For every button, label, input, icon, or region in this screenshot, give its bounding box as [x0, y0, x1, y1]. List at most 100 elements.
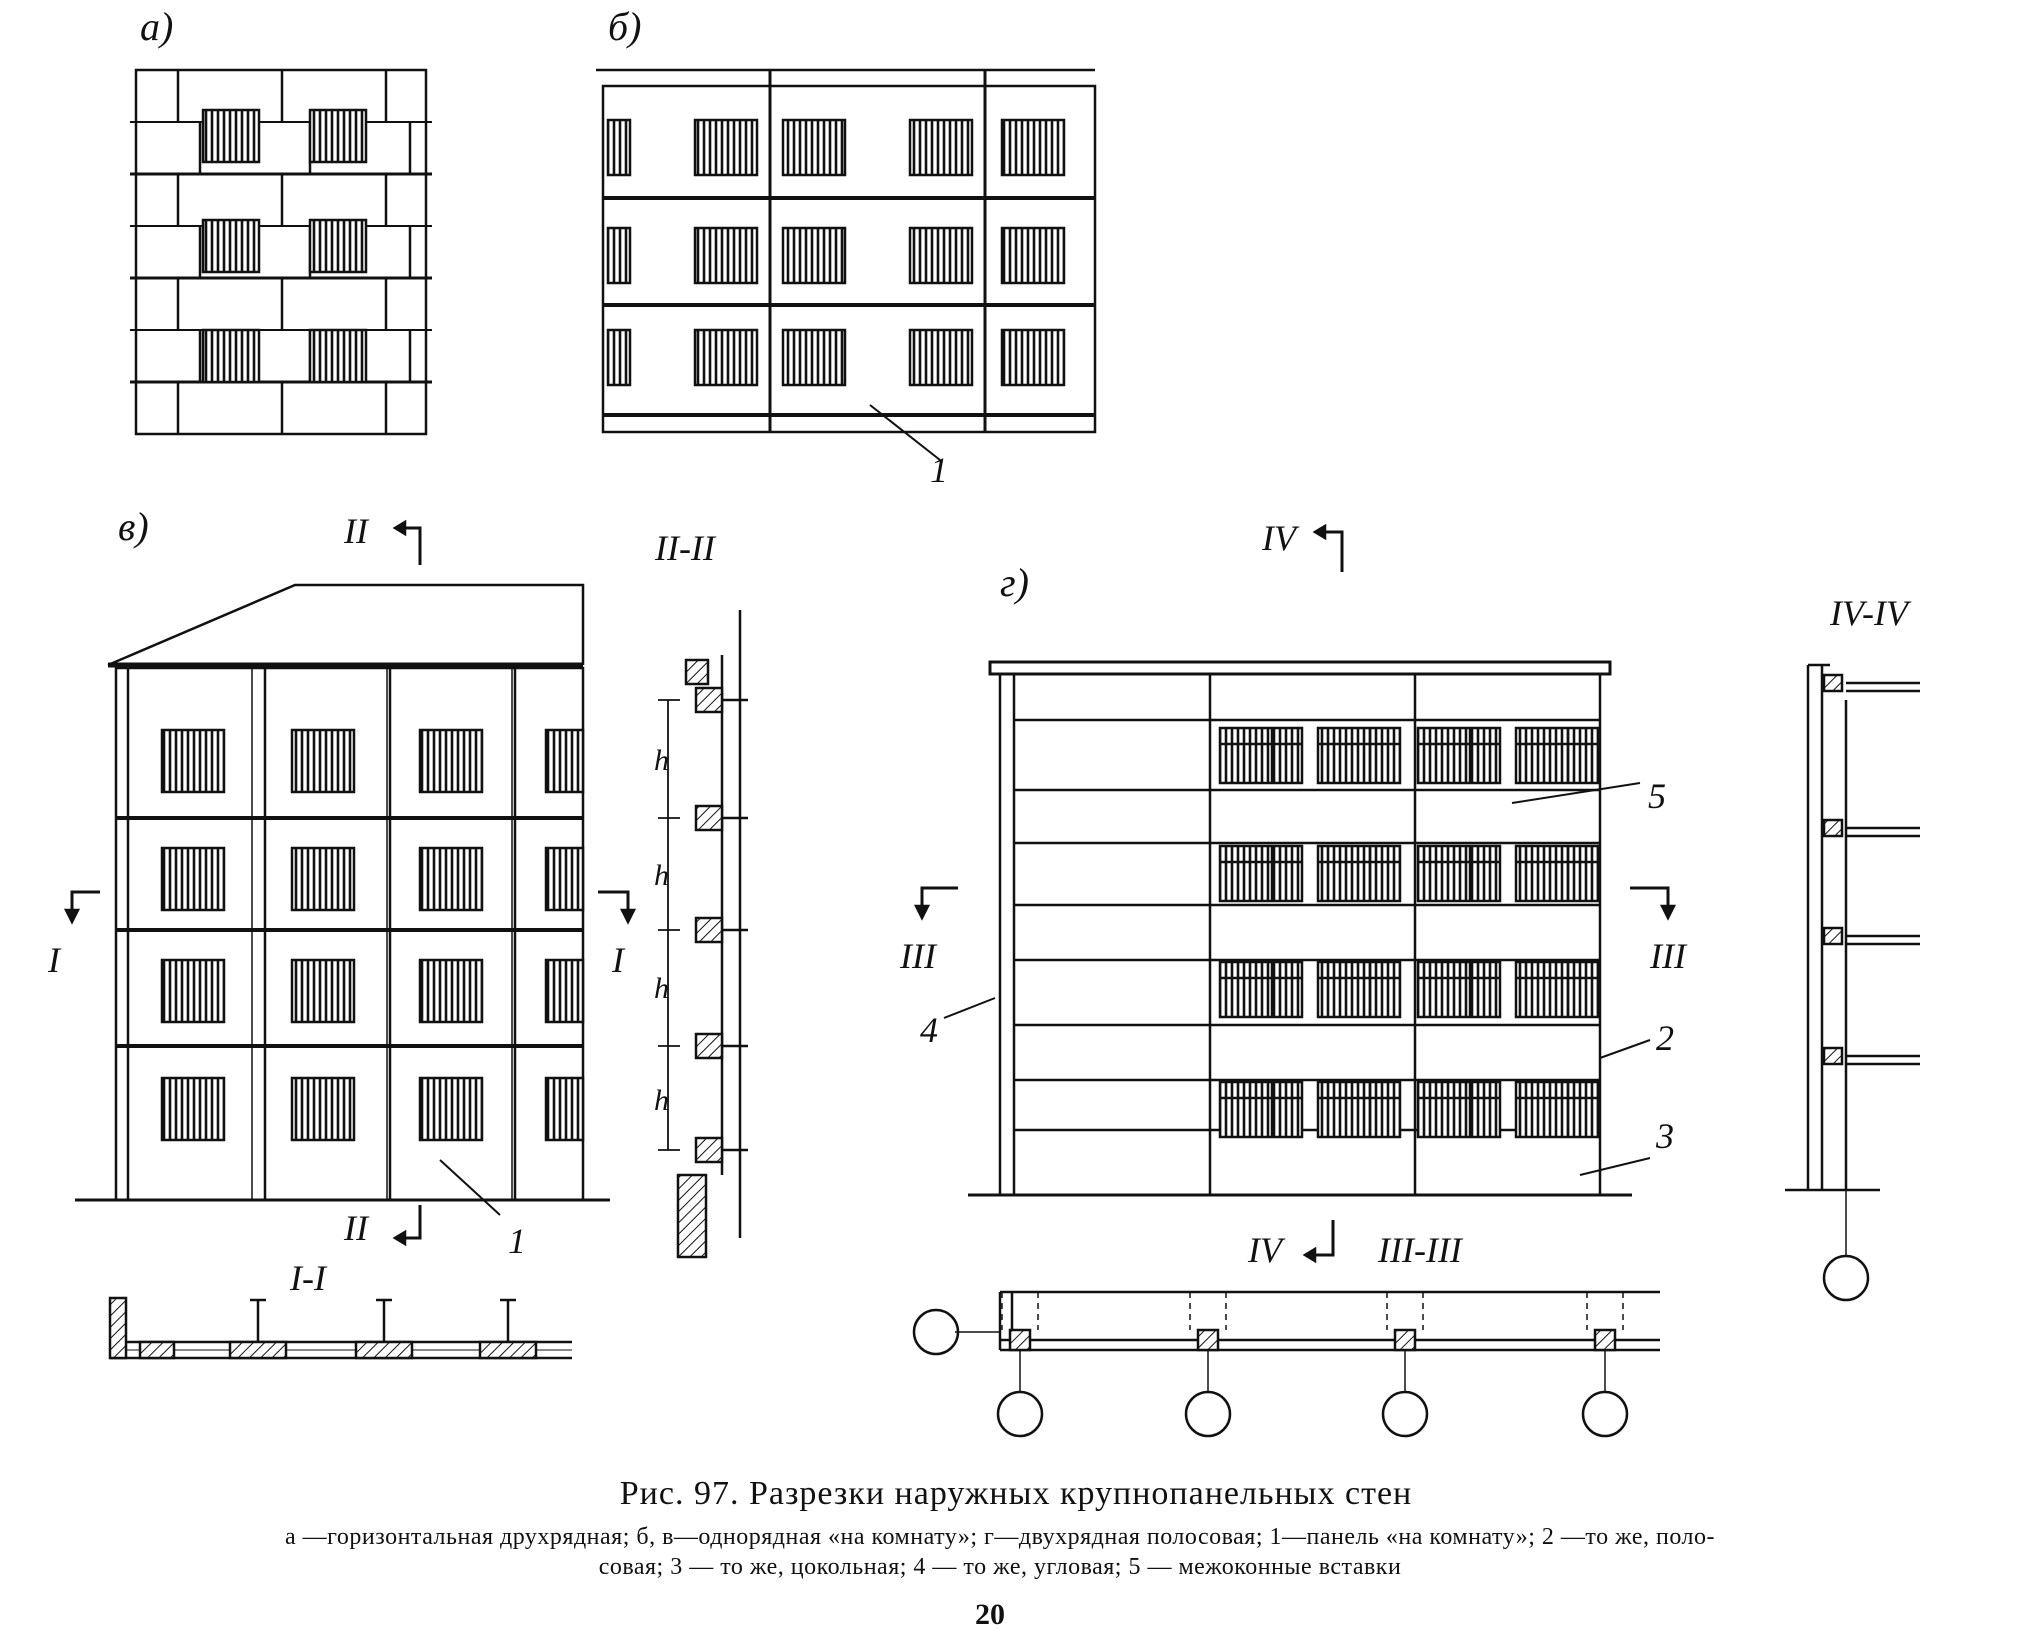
- callout-2: 2: [1656, 1018, 1674, 1058]
- window: [201, 328, 261, 384]
- window: [418, 1076, 484, 1142]
- slab-joint: [1822, 1046, 1844, 1066]
- window: [1316, 1080, 1402, 1139]
- panel-g-strip-elevation: г) 5 2 3 4 IV IV III III: [899, 518, 1688, 1270]
- callout-1-b: 1: [930, 450, 948, 490]
- column: [1593, 1328, 1617, 1352]
- window: [308, 328, 368, 384]
- axis-marker-circle: [996, 1390, 1044, 1438]
- section-I-right: I: [611, 940, 626, 980]
- window: [1316, 726, 1402, 785]
- height-mark: h: [654, 1084, 669, 1117]
- window: [606, 118, 632, 177]
- window: [1218, 960, 1304, 1019]
- label-g: г): [1000, 560, 1029, 605]
- window: [290, 728, 356, 794]
- window: [544, 1076, 585, 1142]
- window: [781, 118, 847, 177]
- window: [693, 118, 759, 177]
- panel-a-brick-wall: а): [130, 4, 432, 436]
- window: [908, 226, 974, 285]
- window: [290, 846, 356, 912]
- window: [781, 328, 847, 387]
- slab-joint: [1822, 818, 1844, 838]
- column: [1393, 1328, 1417, 1352]
- slab-joint: [1822, 673, 1844, 693]
- window: [1218, 1080, 1304, 1139]
- column: [1196, 1328, 1220, 1352]
- section-IV-top: IV: [1261, 518, 1300, 558]
- window: [308, 108, 368, 164]
- window: [160, 1076, 226, 1142]
- window: [693, 226, 759, 285]
- axis-marker-circle: [1822, 1254, 1870, 1302]
- window: [1514, 960, 1600, 1019]
- section-I-left: I: [47, 940, 62, 980]
- axis-marker-circle: [1381, 1390, 1429, 1438]
- section-II-II: II-II h h h h: [654, 528, 748, 1259]
- window: [606, 226, 632, 285]
- height-mark: h: [654, 859, 669, 892]
- plan-III-III: III-III: [912, 1230, 1660, 1438]
- section-II-II-label: II-II: [654, 528, 717, 568]
- panel-b-room-panels: б) 1: [596, 4, 1097, 490]
- callout-3: 3: [1655, 1116, 1674, 1156]
- section-II-top: II: [343, 511, 370, 551]
- label-b: б): [608, 4, 641, 49]
- window: [290, 958, 356, 1024]
- window: [544, 728, 585, 794]
- joint: [694, 1032, 724, 1060]
- window: [160, 728, 226, 794]
- joint: [694, 686, 724, 714]
- window: [908, 328, 974, 387]
- window: [1416, 960, 1502, 1019]
- label-a: а): [140, 4, 173, 49]
- plan-joint: [228, 1340, 288, 1360]
- joint: [694, 1136, 724, 1164]
- window: [201, 218, 261, 274]
- window: [1218, 726, 1304, 785]
- axis-marker-circle: [1184, 1390, 1232, 1438]
- window: [308, 218, 368, 274]
- window: [1514, 726, 1600, 785]
- plan-I-I: I-I: [108, 1258, 572, 1360]
- callout-5: 5: [1648, 776, 1666, 816]
- window: [1000, 328, 1066, 387]
- window: [1316, 844, 1402, 903]
- window: [1218, 844, 1304, 903]
- window: [418, 846, 484, 912]
- window: [290, 1076, 356, 1142]
- window: [781, 226, 847, 285]
- window: [418, 728, 484, 794]
- section-III-left: III: [899, 936, 938, 976]
- window: [544, 846, 585, 912]
- window: [160, 846, 226, 912]
- caption-title: Рис. 97. Разрезки наружных крупнопанельн…: [619, 1475, 1413, 1512]
- panel-v-elevation: в) 1 II II I I: [47, 504, 637, 1261]
- plan-joint: [354, 1340, 414, 1360]
- window: [1000, 226, 1066, 285]
- window: [693, 328, 759, 387]
- section-II-bottom: II: [343, 1208, 370, 1248]
- height-mark: h: [654, 972, 669, 1005]
- slab-joint: [1822, 926, 1844, 946]
- callout-1-v: 1: [508, 1221, 526, 1261]
- window: [1416, 844, 1502, 903]
- column: [1008, 1328, 1032, 1352]
- joint: [694, 916, 724, 944]
- label-v: в): [118, 504, 149, 549]
- window: [1416, 1080, 1502, 1139]
- figure-caption: Рис. 97. Разрезки наружных крупнопанельн…: [0, 1474, 2032, 1514]
- plan-joint: [478, 1340, 538, 1360]
- caption-legend: а —горизонтальная друхрядная; б, в—однор…: [0, 1522, 2000, 1582]
- joint: [694, 804, 724, 832]
- plan-III-III-label: III-III: [1377, 1230, 1464, 1270]
- section-IV-IV: IV-IV: [1785, 593, 1920, 1302]
- window: [1000, 118, 1066, 177]
- window: [1514, 1080, 1600, 1139]
- section-III-right: III: [1649, 936, 1688, 976]
- height-mark: h: [654, 744, 669, 777]
- plan-joint: [138, 1340, 176, 1360]
- plan-I-I-label: I-I: [289, 1258, 328, 1298]
